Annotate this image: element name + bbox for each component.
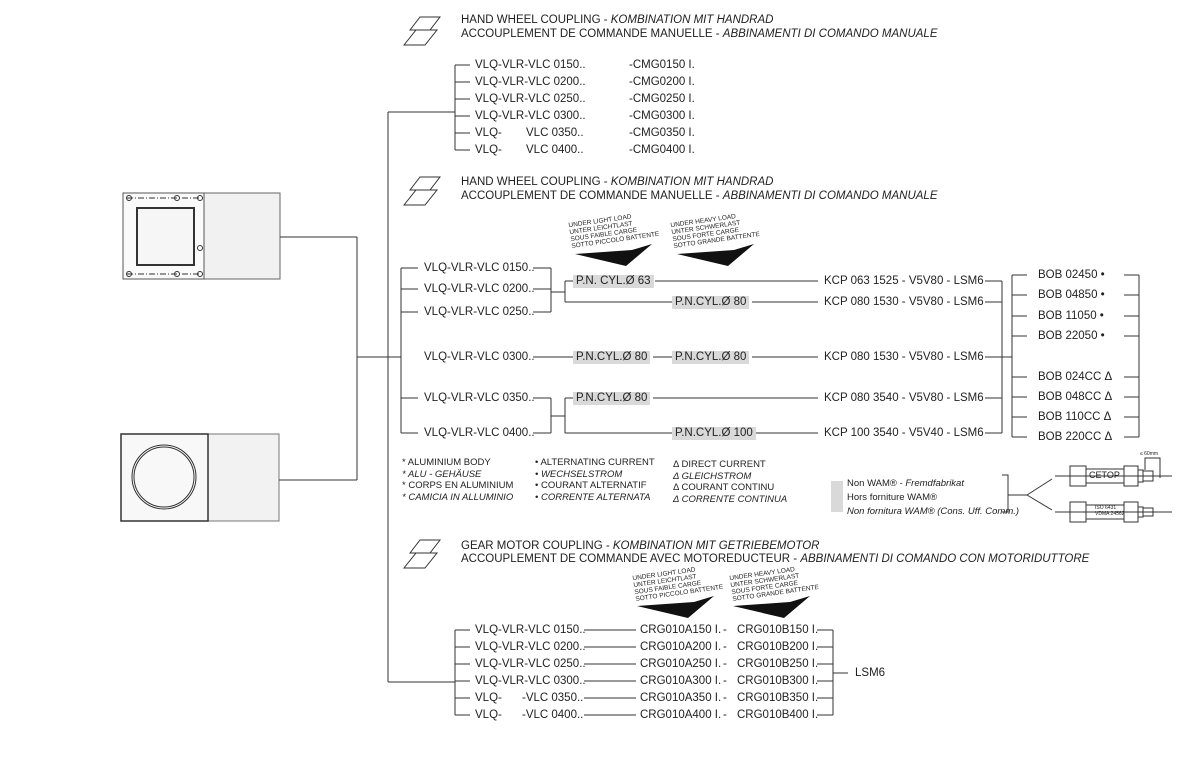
valve-model: VLQ-VLR-VLC 0150.. bbox=[475, 624, 586, 636]
coupling-code: -CMG0300 I. bbox=[629, 110, 695, 122]
heavy-load-code: CRG010B200 I. bbox=[737, 641, 819, 653]
section-title: GEAR MOTOR COUPLING - KOMBINATION MIT GE… bbox=[461, 540, 820, 552]
valve-model: VLQ-VLR-VLC 0200.. bbox=[475, 76, 586, 88]
valve-model: VLQ-VLR-VLC 0200.. bbox=[475, 641, 586, 653]
document-icon bbox=[402, 539, 442, 569]
valve-model: VLQ- bbox=[475, 692, 502, 704]
light-load-arrow bbox=[575, 244, 652, 266]
light-load-arrow bbox=[637, 596, 714, 618]
valve-model-size: -VLC 0400.. bbox=[522, 709, 584, 721]
valve-model: VLQ-VLR-VLC 0350.. bbox=[424, 392, 535, 404]
cylinder-label: P.N.CYL.Ø 80 bbox=[573, 351, 651, 364]
heavy-load-code: CRG010B400 I. bbox=[737, 709, 819, 721]
heavy-load-arrow bbox=[733, 596, 810, 618]
bob-code: BOB 22050 • bbox=[1038, 330, 1105, 342]
coupling-code: -CMG0250 I. bbox=[629, 93, 695, 105]
cylinder-label: P.N.CYL.Ø 80 bbox=[573, 392, 651, 405]
valve-model: VLQ- bbox=[475, 127, 502, 139]
kcp-code: KCP 100 3540 - V5V40 - LSM6 bbox=[824, 427, 984, 439]
valve-square-drawing bbox=[122, 192, 357, 280]
valve-model: VLQ-VLR-VLC 0200.. bbox=[424, 283, 535, 295]
separator: - bbox=[723, 692, 727, 704]
non-wam-line: Non WAM® - Fremdfabrikat bbox=[847, 478, 964, 489]
kcp-code: KCP 063 1525 - V5V80 - LSM6 bbox=[824, 275, 984, 287]
valve-model: VLQ- bbox=[475, 709, 502, 721]
light-load-code: CRG010A350 I. bbox=[640, 692, 722, 704]
separator: - bbox=[723, 675, 727, 687]
kcp-code: KCP 080 3540 - V5V80 - LSM6 bbox=[824, 392, 984, 404]
valve-model-size: VLC 0400.. bbox=[526, 144, 584, 156]
cetop-label: CETOP bbox=[1089, 470, 1120, 480]
bob-code: BOB 220CC Δ bbox=[1038, 431, 1113, 443]
gray-marker bbox=[831, 481, 843, 512]
separator: - bbox=[723, 624, 727, 636]
valve-model: VLQ-VLR-VLC 0250.. bbox=[424, 306, 535, 318]
coupling-code: -CMG0350 I. bbox=[629, 127, 695, 139]
valve-model-size: VLC 0350.. bbox=[526, 127, 584, 139]
separator: - bbox=[723, 709, 727, 721]
heavy-load-code: CRG010B150 I. bbox=[737, 624, 819, 636]
heavy-load-code: CRG010B250 I. bbox=[737, 658, 819, 670]
bob-code: BOB 110CC Δ bbox=[1038, 411, 1112, 423]
cylinder-label: P.N.CYL.Ø 100 bbox=[672, 427, 756, 440]
kcp-code: KCP 080 1530 - V5V80 - LSM6 bbox=[824, 296, 984, 308]
light-load-code: CRG010A300 I. bbox=[640, 675, 722, 687]
heavy-load-arrow bbox=[677, 244, 754, 266]
valve-model-size: -VLC 0350.. bbox=[522, 692, 584, 704]
heavy-load-code: CRG010B300 I. bbox=[737, 675, 819, 687]
bob-code: BOB 04850 • bbox=[1038, 289, 1105, 301]
coupling-code: -CMG0200 I. bbox=[629, 76, 695, 88]
bob-code: BOB 048CC Δ bbox=[1038, 391, 1113, 403]
valve-model: VLQ-VLR-VLC 0400.. bbox=[424, 427, 535, 439]
separator: - bbox=[723, 641, 727, 653]
cylinder-label: P.N. CYL.Ø 63 bbox=[573, 275, 654, 288]
valve-model: VLQ- bbox=[475, 144, 502, 156]
bob-code: BOB 11050 • bbox=[1038, 310, 1104, 322]
non-wam-line: Hors forniture WAM® bbox=[847, 492, 938, 503]
separator: - bbox=[723, 658, 727, 670]
dimension-label: ≤ 60mm bbox=[1140, 451, 1159, 457]
section-subtitle: ACCOUPLEMENT DE COMMANDE MANUELLE - ABBI… bbox=[461, 28, 938, 40]
legend-ac: • ALTERNATING CURRENT• WECHSELSTROM• COU… bbox=[535, 457, 655, 503]
light-load-code: CRG010A250 I. bbox=[640, 658, 722, 670]
section-subtitle: ACCOUPLEMENT DE COMMANDE MANUELLE - ABBI… bbox=[461, 190, 938, 202]
section-subtitle: ACCOUPLEMENT DE COMMANDE AVEC MOTOREDUCT… bbox=[461, 553, 1090, 565]
light-load-code: CRG010A400 I. bbox=[640, 709, 722, 721]
bob-code: BOB 02450 • bbox=[1038, 269, 1105, 281]
light-load-code: CRG010A150 I. bbox=[640, 624, 722, 636]
document-icon bbox=[402, 16, 442, 46]
bob-code: BOB 024CC Δ bbox=[1038, 371, 1113, 383]
valve-round-drawing bbox=[120, 433, 357, 522]
coupling-code: -CMG0150 I. bbox=[629, 59, 695, 71]
non-wam-line: Non fornitura WAM® (Cons. Uff. Comm.) bbox=[847, 506, 1020, 517]
valve-model: VLQ-VLR-VLC 0250.. bbox=[475, 658, 586, 670]
kcp-code: KCP 080 1530 - V5V80 - LSM6 bbox=[824, 351, 984, 363]
light-load-code: CRG010A200 I. bbox=[640, 641, 722, 653]
valve-model: VLQ-VLR-VLC 0300.. bbox=[475, 675, 586, 687]
section-title: HAND WHEEL COUPLING - KOMBINATION MIT HA… bbox=[461, 14, 774, 26]
cylinder-label: P.N.CYL.Ø 80 bbox=[672, 296, 750, 309]
iso-cylinder-drawing bbox=[1055, 501, 1172, 523]
document-icon bbox=[402, 176, 442, 206]
cetop-cylinder-drawing bbox=[1055, 457, 1172, 487]
section-title: HAND WHEEL COUPLING - KOMBINATION MIT HA… bbox=[461, 176, 774, 188]
valve-model: VLQ-VLR-VLC 0150.. bbox=[475, 59, 586, 71]
cylinder-label: P.N.CYL.Ø 80 bbox=[672, 351, 750, 364]
legend-aluminium: * ALUMINIUM BODY* ALU - GEHÄUSE* CORPS E… bbox=[402, 457, 514, 503]
valve-model: VLQ-VLR-VLC 0300.. bbox=[475, 110, 586, 122]
heavy-load-code: CRG010B350 I. bbox=[737, 692, 819, 704]
valve-model: VLQ-VLR-VLC 0250.. bbox=[475, 93, 586, 105]
coupling-code: -CMG0400 I. bbox=[629, 144, 695, 156]
valve-model: VLQ-VLR-VLC 0300.. bbox=[424, 351, 535, 363]
output-label: LSM6 bbox=[855, 667, 886, 679]
valve-model: VLQ-VLR-VLC 0150.. bbox=[424, 262, 535, 274]
